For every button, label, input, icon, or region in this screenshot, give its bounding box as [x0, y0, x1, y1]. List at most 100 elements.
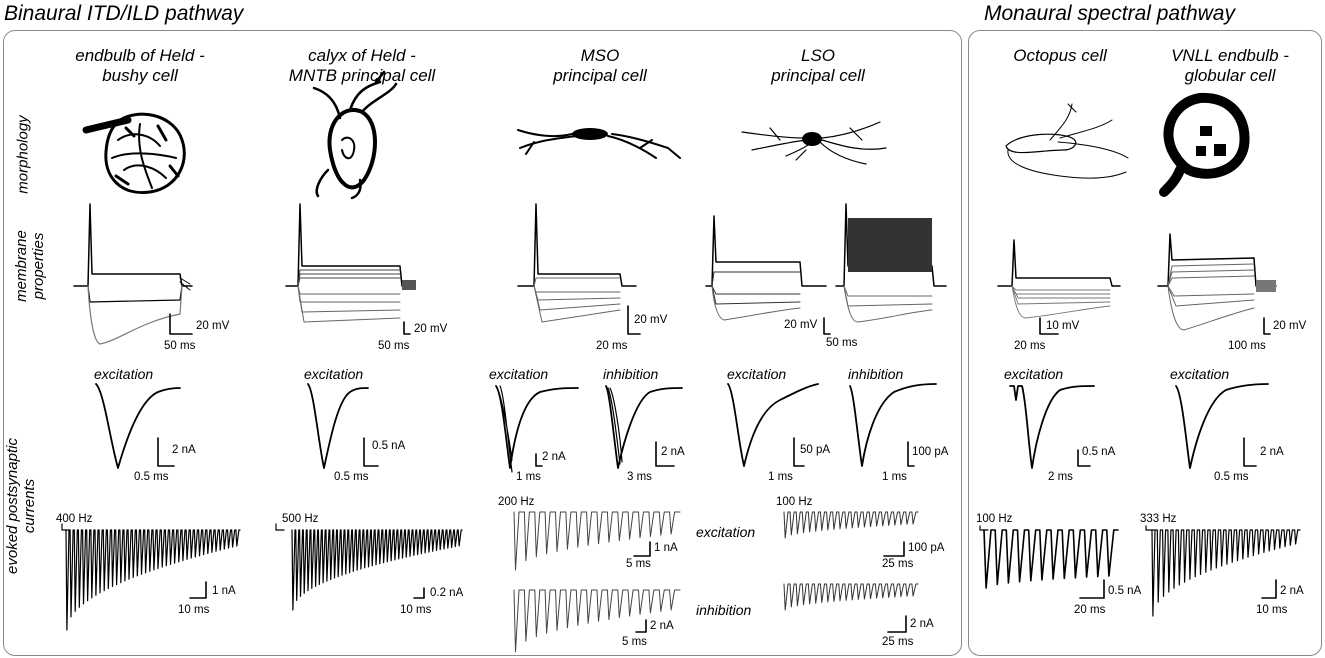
column-header-line: Octopus cell: [1013, 46, 1107, 65]
scale-current-label: 2 nA: [1260, 446, 1284, 458]
scale-current-label: 1 nA: [654, 542, 678, 554]
vnll-train-trace: [1151, 529, 1301, 617]
scale-time-label: 1 ms: [882, 471, 907, 483]
scale-current-label: 2 nA: [1280, 585, 1304, 597]
membrane-scale-bars: [169, 305, 1271, 335]
scale-time-label: 5 ms: [622, 636, 647, 648]
scale-time-label: 50 ms: [378, 340, 410, 352]
column-header-line: LSO: [800, 46, 836, 65]
scale-current-label: 2 nA: [172, 444, 196, 456]
octopus-cell-morphology: [1005, 103, 1129, 179]
scale-time-label: 25 ms: [882, 558, 914, 570]
lso-train-excitation-label: excitation: [696, 524, 756, 540]
column-header-bushy: endbulb of Held - bushy cell: [40, 46, 240, 86]
column-header-lso: LSO principal cell: [718, 46, 918, 86]
train-frequency-label: 100 Hz: [776, 496, 813, 508]
scale-time-label: 2 ms: [1048, 471, 1073, 483]
scale-current-label: 0.5 nA: [1108, 585, 1142, 597]
train-frequency-label: 100 Hz: [976, 513, 1013, 525]
mntb-cell-morphology: [312, 70, 398, 200]
scale-time-label: 20 ms: [1014, 340, 1046, 352]
scale-time-label: 1 ms: [768, 471, 793, 483]
scale-time-label: 3 ms: [627, 471, 652, 483]
binaural-section-title: Binaural ITD/ILD pathway: [4, 2, 244, 25]
column-header-line: principal cell: [771, 66, 865, 85]
monaural-section-title: Monaural spectral pathway: [984, 2, 1235, 25]
train-scale-bars: [189, 541, 1277, 633]
scale-current-label: 0.5 nA: [1082, 446, 1116, 458]
scale-time-label: 50 ms: [164, 340, 196, 352]
mso-membrane-traces: [517, 203, 637, 323]
column-header-line: calyx of Held -: [308, 46, 416, 65]
stimulus-marker: [61, 523, 285, 531]
train-frequency-label: 200 Hz: [498, 496, 535, 508]
mso-inh-train-trace: [513, 589, 681, 653]
column-header-line: principal cell: [553, 66, 647, 85]
lso-excitation-label: excitation: [727, 366, 787, 382]
scale-time-label: 1 ms: [516, 471, 541, 483]
scale-current-label: 0.2 nA: [430, 587, 464, 599]
lso-inh-train-trace: [783, 583, 919, 611]
mntb-membrane-traces: [285, 203, 416, 323]
scale-time-label: 0.5 ms: [1214, 471, 1249, 483]
scale-current-label: 0.5 nA: [372, 440, 406, 452]
scale-time-label: 20 ms: [596, 340, 628, 352]
scale-voltage-label: 20 mV: [196, 320, 230, 332]
scale-current-label: 1 nA: [212, 585, 236, 597]
bushy-cell-morphology: [82, 112, 186, 195]
mntb-train-trace: [291, 529, 463, 611]
column-header-line: bushy cell: [102, 66, 178, 85]
mso-exc-train-trace: [513, 511, 681, 571]
scale-time-label: 10 ms: [400, 604, 432, 616]
vnll-excitation-label: excitation: [1170, 366, 1230, 382]
scale-time-label: 50 ms: [826, 337, 858, 349]
lso-membrane-traces-2: [835, 203, 947, 323]
scale-current-label: 2 nA: [910, 618, 934, 630]
train-frequency-label: 500 Hz: [282, 513, 319, 525]
bushy-excitation-label: excitation: [94, 366, 154, 382]
monaural-panel: [968, 30, 1322, 656]
scale-current-label: 100 pA: [908, 542, 945, 554]
vnll-membrane-traces: [1157, 233, 1277, 331]
column-header-mntb: calyx of Held - MNTB principal cell: [262, 46, 462, 86]
octopus-excitation-label: excitation: [1004, 366, 1064, 382]
stimulus-marker: [979, 525, 1155, 531]
column-header-vnll: VNLL endbulb - globular cell: [1130, 46, 1325, 86]
column-header-line: globular cell: [1184, 66, 1276, 85]
lso-cell-morphology: [741, 121, 887, 165]
scale-voltage-label: 20 mV: [414, 323, 448, 335]
column-header-octopus: Octopus cell: [960, 46, 1160, 66]
column-header-line: endbulb of Held -: [75, 46, 205, 65]
train-frequency-label: 400 Hz: [56, 513, 93, 525]
column-header-line: MNTB principal cell: [288, 66, 436, 85]
scale-time-label: 0.5 ms: [134, 471, 169, 483]
scale-time-label: 10 ms: [1256, 604, 1288, 616]
scale-current-label: 2 nA: [542, 451, 566, 463]
column-header-line: VNLL endbulb -: [1171, 46, 1289, 65]
scale-time-label: 25 ms: [882, 636, 914, 648]
lso-train-inhibition-label: inhibition: [696, 602, 752, 618]
mso-inhibition-label: inhibition: [603, 366, 659, 382]
octopus-membrane-traces: [997, 239, 1121, 319]
train-frequency-label: 333 Hz: [1140, 513, 1177, 525]
scale-voltage-label: 20 mV: [1273, 320, 1307, 332]
scale-time-label: 0.5 ms: [334, 471, 369, 483]
scale-current-label: 100 pA: [912, 446, 949, 458]
lso-inhibition-label: inhibition: [848, 366, 904, 382]
scale-voltage-label: 20 mV: [784, 319, 818, 331]
lso-membrane-traces-1: [705, 215, 827, 321]
scale-time-label: 5 ms: [626, 558, 651, 570]
mso-excitation-label: excitation: [489, 366, 549, 382]
vnll-cell-morphology: [1159, 92, 1250, 197]
scale-time-label: 10 ms: [178, 604, 210, 616]
bushy-membrane-traces: [73, 203, 193, 345]
scale-voltage-label: 10 mV: [1046, 320, 1080, 332]
scale-time-label: 20 ms: [1074, 604, 1106, 616]
octopus-train-trace: [983, 529, 1119, 589]
scale-current-label: 2 nA: [661, 446, 685, 458]
scale-current-label: 50 pA: [800, 444, 831, 456]
column-header-line: MSO: [580, 46, 620, 65]
mso-cell-morphology: [517, 128, 681, 159]
lso-exc-train-trace: [783, 511, 919, 539]
